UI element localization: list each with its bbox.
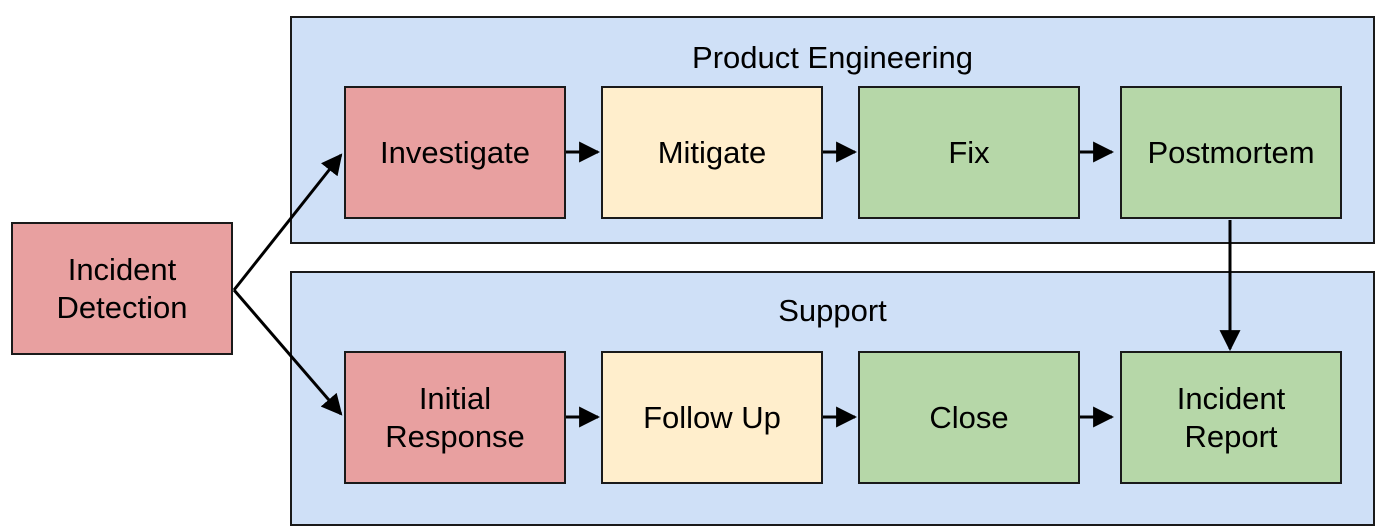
node-postmortem-label: Postmortem [1147,134,1315,170]
pool-title-product-engineering: Product Engineering [692,40,973,75]
node-fix-label: Fix [948,134,990,170]
pool-title-support: Support [778,293,887,328]
node-initial-response-label-line1: Initial [418,380,492,416]
node-incident-report[interactable]: Incident Report [1120,351,1342,484]
node-mitigate-label: Mitigate [657,134,767,170]
node-incident-detection-label-line1: Incident [67,251,177,287]
node-follow-up[interactable]: Follow Up [601,351,823,484]
node-initial-response[interactable]: Initial Response [344,351,566,484]
node-initial-response-label-line2: Response [385,418,525,454]
node-fix[interactable]: Fix [858,86,1080,219]
node-incident-report-label-line2: Report [1184,418,1278,454]
node-postmortem[interactable]: Postmortem [1120,86,1342,219]
node-investigate[interactable]: Investigate [344,86,566,219]
node-incident-report-label-line1: Incident [1176,380,1286,416]
node-mitigate[interactable]: Mitigate [601,86,823,219]
node-investigate-label: Investigate [380,134,530,170]
node-incident-detection-label-line2: Detection [56,289,188,325]
node-follow-up-label: Follow Up [643,399,781,435]
node-close-label: Close [929,399,1009,435]
node-incident-detection[interactable]: Incident Detection [11,222,233,355]
node-close[interactable]: Close [858,351,1080,484]
